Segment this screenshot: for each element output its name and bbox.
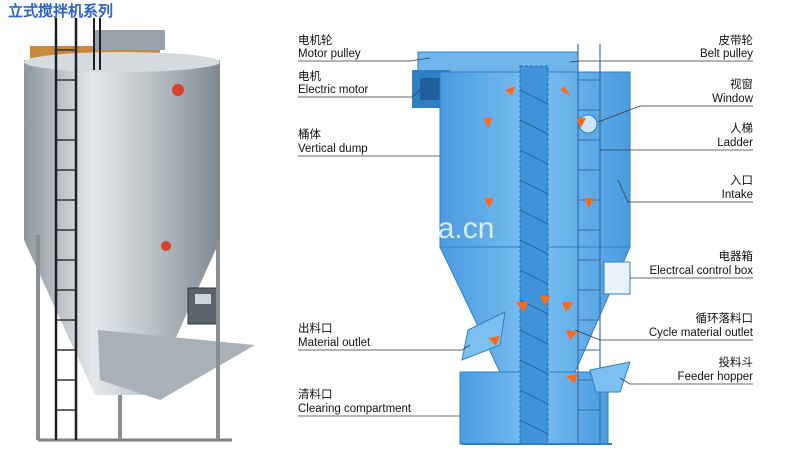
schematic-feeder-hopper — [589, 361, 631, 393]
top-housing — [417, 51, 579, 73]
label-window-en: Window — [712, 93, 754, 105]
motor-core — [420, 78, 442, 100]
flow-arrow — [488, 336, 500, 346]
label-control-box-en: Electrcal control box — [649, 265, 753, 277]
watermark: trade.china.cn — [306, 212, 494, 245]
label-feeder-hopper: 投料斗 Feeder hopper — [619, 355, 754, 385]
top-motor — [95, 30, 165, 50]
label-clearing-compartment: 清料口 Clearing compartment — [298, 387, 460, 417]
label-feeder-hopper-en: Feeder hopper — [678, 371, 754, 383]
label-intake-zh: 入口 — [730, 173, 753, 187]
label-control-box-zh: 电器箱 — [719, 249, 754, 263]
label-material-outlet: 出料口 Material outlet — [298, 321, 471, 351]
label-cycle-outlet-en: Cycle material outlet — [649, 327, 754, 339]
inspection-window — [172, 84, 184, 96]
flow-arrow — [516, 302, 528, 312]
control-box — [187, 287, 219, 325]
page-title: 立式搅拌机系列 — [8, 2, 113, 20]
labels-right: 皮带轮 Belt pulley 视窗 Window 人梯 Ladder 入口 I… — [569, 33, 754, 385]
leader-line — [298, 89, 421, 98]
label-intake-en: Intake — [722, 189, 753, 201]
flow-arrow — [560, 86, 570, 96]
label-feeder-hopper-zh: 投料斗 — [719, 355, 754, 369]
leader-line — [298, 57, 431, 62]
label-intake: 入口 Intake — [617, 173, 753, 203]
flow-arrow — [566, 374, 578, 384]
cylinder-body — [24, 60, 220, 240]
label-electric-motor-zh: 电机 — [298, 69, 321, 83]
leader-line — [619, 377, 753, 385]
flow-arrows — [483, 86, 594, 384]
flow-arrow — [566, 330, 578, 340]
flow-arrow — [505, 86, 515, 96]
label-window: 视窗 Window — [597, 77, 754, 123]
label-ladder-zh: 人梯 — [730, 121, 753, 135]
cylinder-top — [24, 52, 220, 72]
label-belt-pulley-zh: 皮带轮 — [719, 33, 754, 47]
flow-arrow — [484, 198, 494, 208]
screw-flights — [519, 89, 549, 435]
label-ladder: 人梯 Ladder — [600, 121, 753, 151]
flow-arrow — [584, 198, 594, 208]
cone-body — [24, 240, 220, 395]
label-vertical-dump-en: Vertical dump — [298, 143, 368, 155]
schematic-outlet — [461, 311, 506, 361]
label-cycle-outlet-zh: 循环落料口 — [696, 311, 754, 325]
schematic-ladder-rungs — [578, 79, 600, 411]
leader-line — [298, 344, 471, 351]
label-motor-pulley-zh: 电机轮 — [298, 33, 333, 47]
flow-arrow — [576, 118, 586, 128]
window-2 — [161, 241, 171, 251]
label-material-outlet-zh: 出料口 — [298, 321, 333, 335]
leader-line — [574, 329, 753, 341]
label-clearing-compartment-zh: 清料口 — [298, 387, 333, 401]
label-window-zh: 视窗 — [730, 77, 753, 91]
leader-line — [617, 179, 753, 203]
schematic-control-box — [603, 261, 631, 295]
control-box-panel — [195, 294, 211, 304]
label-material-outlet-en: Material outlet — [298, 337, 371, 349]
flow-arrow — [562, 302, 574, 312]
label-clearing-compartment-en: Clearing compartment — [298, 403, 412, 415]
label-belt-pulley: 皮带轮 Belt pulley — [569, 33, 754, 63]
flow-arrow — [540, 296, 550, 306]
schematic — [412, 44, 631, 445]
label-belt-pulley-en: Belt pulley — [700, 48, 753, 60]
machine-photo: 立式搅拌机系列 — [8, 2, 255, 442]
label-vertical-dump: 桶体 Vertical dump — [298, 127, 440, 157]
leader-line — [597, 105, 753, 123]
label-control-box: 电器箱 Electrcal control box — [630, 249, 754, 279]
labels-left: 电机轮 Motor pulley 电机 Electric motor 桶体 Ve… — [298, 33, 471, 417]
screw-conveyor — [519, 65, 549, 445]
label-electric-motor-en: Electric motor — [298, 84, 368, 96]
label-motor-pulley: 电机轮 Motor pulley — [298, 33, 431, 62]
flow-arrow — [483, 118, 493, 128]
outlet-chute — [98, 330, 255, 400]
label-electric-motor: 电机 Electric motor — [298, 69, 421, 98]
label-ladder-en: Ladder — [717, 137, 753, 149]
leader-line — [569, 60, 753, 63]
label-motor-pulley-en: Motor pulley — [298, 48, 361, 60]
label-vertical-dump-zh: 桶体 — [298, 127, 321, 141]
ladder-rungs — [56, 49, 76, 411]
label-cycle-outlet: 循环落料口 Cycle material outlet — [574, 311, 754, 341]
